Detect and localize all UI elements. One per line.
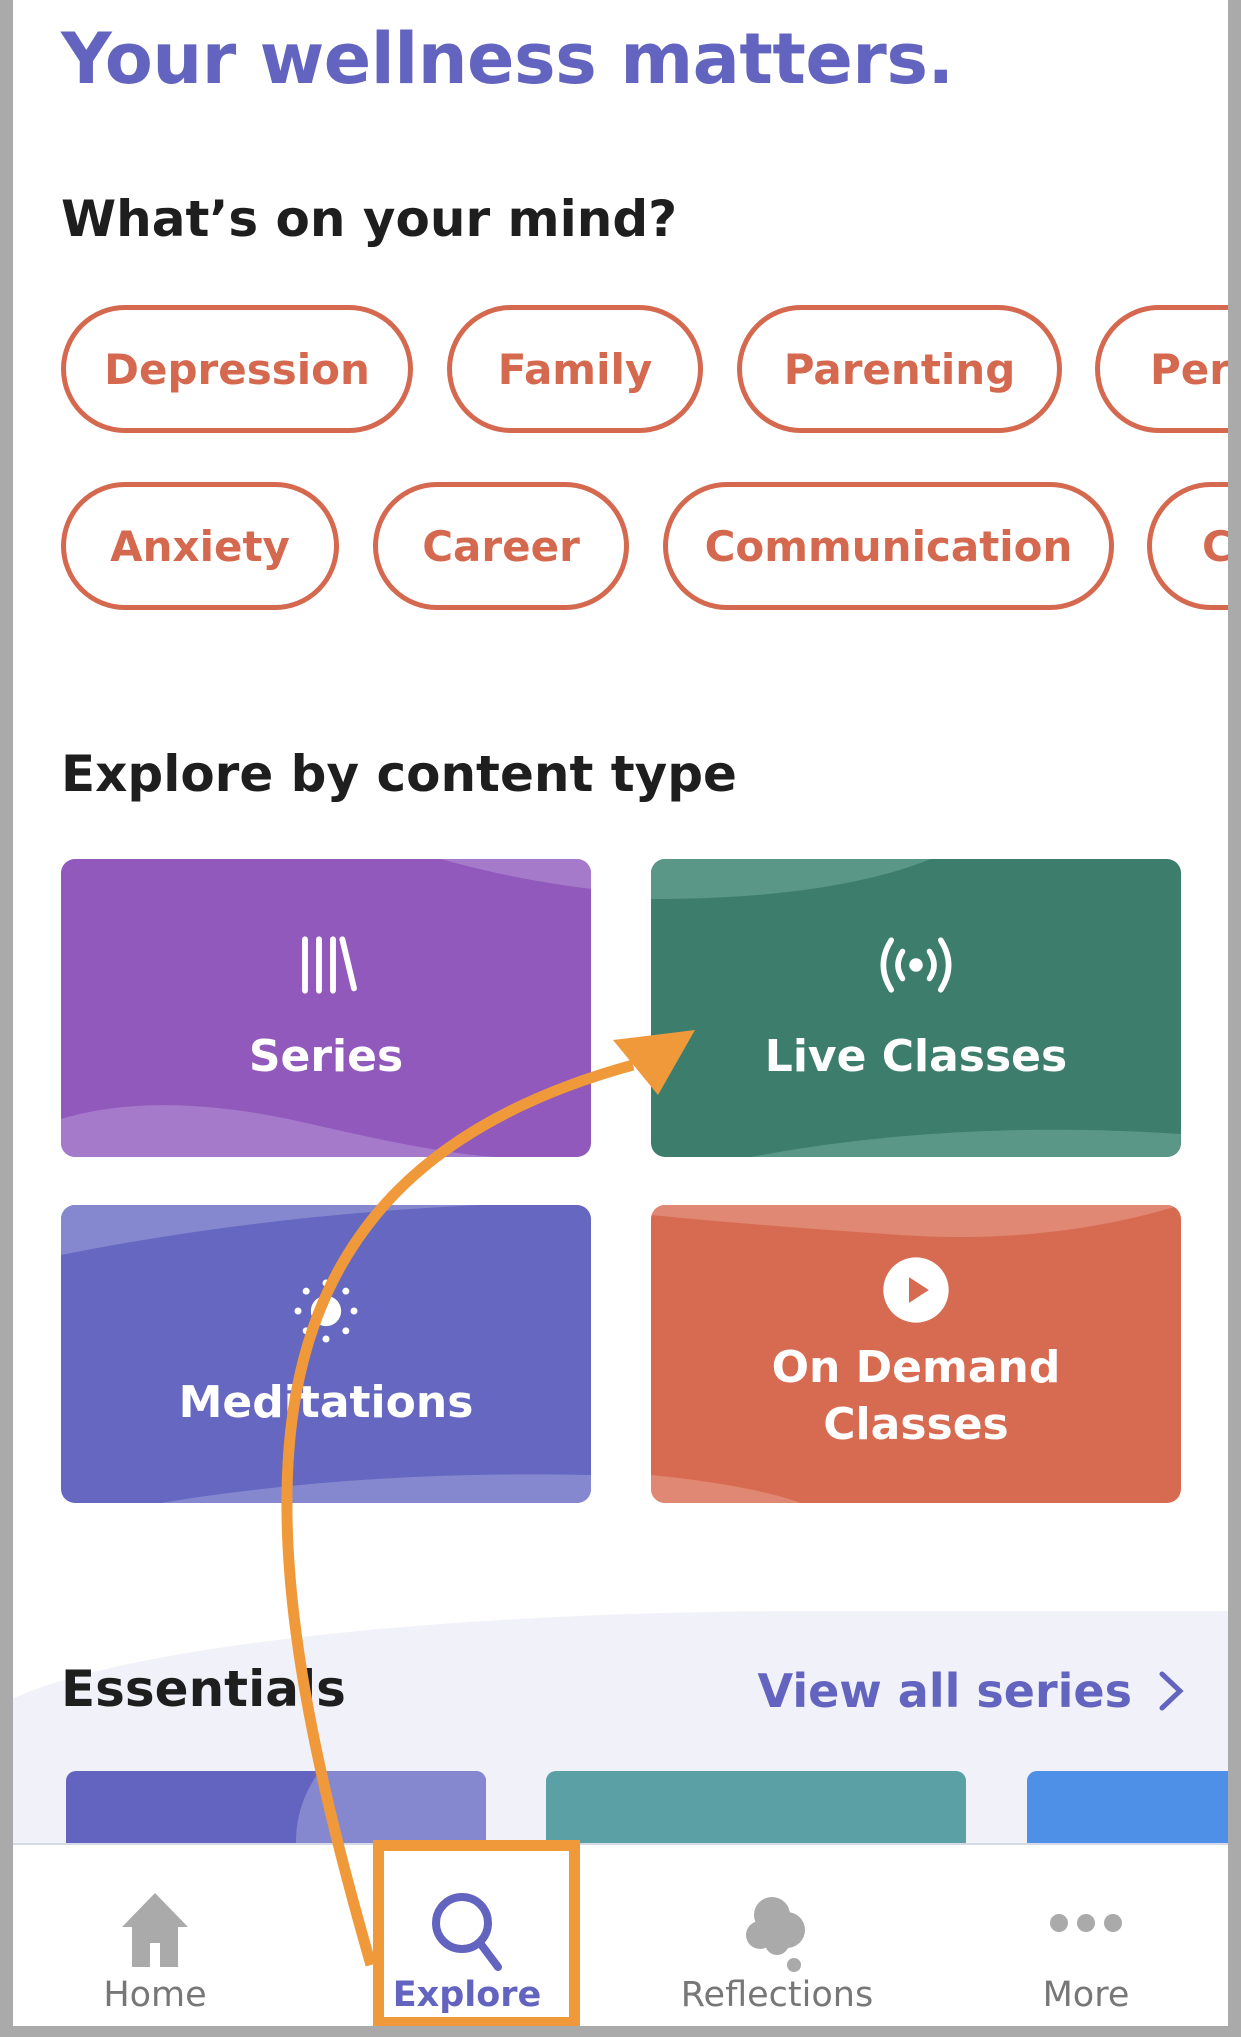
card-label: On Demand Classes <box>771 1341 1061 1450</box>
search-icon <box>432 1893 502 1971</box>
view-all-label: View all series <box>757 1664 1132 1718</box>
content-type-heading: Explore by content type <box>61 745 737 803</box>
series-thumbnail[interactable] <box>66 1771 486 1846</box>
explore-screen: Your wellness matters. What’s on your mi… <box>13 0 1228 2026</box>
library-icon <box>302 936 357 994</box>
card-series[interactable]: Series <box>61 859 591 1157</box>
card-meditations[interactable]: Meditations <box>61 1205 591 1503</box>
nav-home[interactable]: Home <box>25 1845 285 2026</box>
play-circle-icon <box>883 1257 949 1323</box>
broadcast-icon <box>880 937 952 993</box>
chip-communication[interactable]: Communication <box>663 482 1114 610</box>
series-thumbnail[interactable] <box>546 1771 966 1846</box>
chip-career[interactable]: Career <box>373 482 629 610</box>
chip-depression[interactable]: Depression <box>61 305 413 433</box>
nav-explore[interactable]: Explore <box>337 1845 597 2026</box>
cloud-thought-icon <box>746 1897 805 1972</box>
card-live-classes[interactable]: Live Classes <box>651 859 1181 1157</box>
mind-heading: What’s on your mind? <box>61 190 678 248</box>
chip-family[interactable]: Family <box>447 305 703 433</box>
page-title: Your wellness matters. <box>61 18 954 100</box>
chip-anxiety[interactable]: Anxiety <box>61 482 339 610</box>
card-label: Live Classes <box>764 1031 1068 1083</box>
bottom-nav: Home Explore Reflections More <box>13 1843 1228 2026</box>
nav-more[interactable]: More <box>956 1845 1216 2026</box>
card-label: Series <box>248 1031 404 1083</box>
series-thumbnail[interactable] <box>1027 1771 1228 1846</box>
chevron-right-icon <box>1159 1671 1184 1711</box>
card-on-demand-classes[interactable]: On Demand Classes <box>651 1205 1181 1503</box>
view-all-series-link[interactable]: View all series <box>758 1664 1190 1718</box>
more-dots-icon <box>1050 1914 1122 1932</box>
home-icon <box>122 1893 188 1967</box>
annotation-arrow <box>281 1030 695 1967</box>
chip-personal[interactable]: Pers <box>1095 305 1228 433</box>
chip-parenting[interactable]: Parenting <box>737 305 1062 433</box>
nav-reflections[interactable]: Reflections <box>647 1845 907 2026</box>
card-label: Meditations <box>178 1377 474 1429</box>
highlight-box <box>373 1840 580 2026</box>
